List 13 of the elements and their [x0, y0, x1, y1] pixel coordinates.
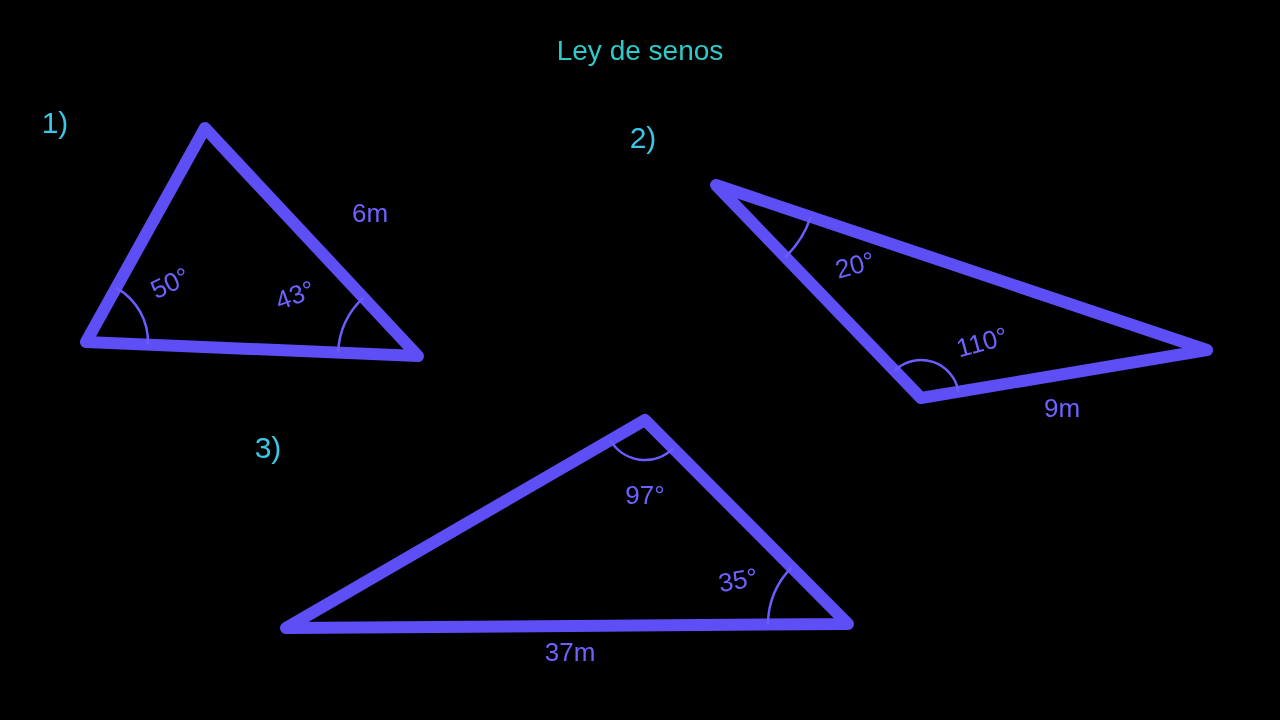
angle-label: 110° — [953, 322, 1011, 362]
side-length-label: 9m — [1043, 395, 1081, 421]
angle-label: 50° — [146, 262, 194, 304]
angle-label: 43° — [272, 276, 318, 314]
problem-number: 1) — [41, 104, 69, 141]
problem-number: 3) — [254, 429, 282, 466]
side-length-label: 37m — [544, 639, 596, 665]
problem-number: 2) — [629, 119, 657, 156]
angle-label: 97° — [625, 482, 665, 508]
angle-label: 35° — [716, 563, 760, 597]
angle-label: 20° — [832, 247, 878, 283]
side-length-label: 6m — [351, 200, 389, 226]
title: Ley de senos — [556, 34, 724, 68]
